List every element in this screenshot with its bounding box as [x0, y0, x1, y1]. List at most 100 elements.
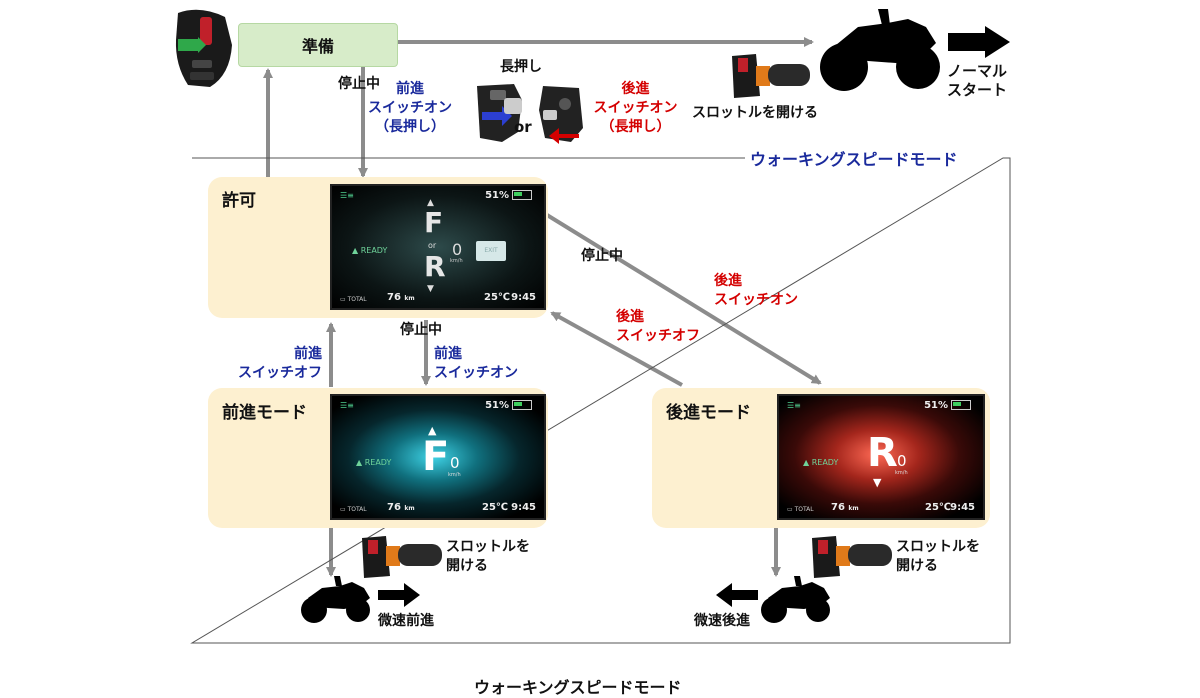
throttle-icon-top	[732, 54, 810, 98]
lcd-kyoka-battery-text: 51%	[485, 190, 509, 201]
lcd-kyoka-odo-value: 76	[387, 292, 401, 303]
lcd-reverse-odo-value: 76	[831, 502, 845, 513]
forward-switch-on-long-label: 前進 スイッチオン （長押し）	[364, 80, 456, 137]
lcd-forward-battery: 51%	[485, 400, 532, 411]
lcd-forward-total-text: TOTAL	[347, 506, 367, 513]
reverse-on-long-line3: （長押し）	[600, 119, 671, 135]
forward-switch-off-label: 前進 スイッチオフ	[230, 345, 322, 383]
kyoka-title: 許可	[222, 191, 256, 211]
lcd-forward-odo-value: 76	[387, 502, 401, 513]
throttle-open-reverse-label: スロットルを 開ける	[896, 538, 980, 576]
lcd-reverse-total-text: TOTAL	[794, 506, 814, 513]
motorcycle-reverse-icon	[761, 576, 830, 623]
lcd-kyoka-exit-button: EXIT	[476, 241, 506, 261]
long-press-label: 長押し	[500, 59, 542, 75]
forward-off-line1: 前進	[294, 346, 322, 362]
throttle-open-normal-label: スロットルを開ける	[692, 105, 818, 121]
reverse-switch-on-label: 後進 スイッチオン	[714, 272, 798, 310]
reverse-on-long-line1: 後進	[621, 81, 650, 97]
throttle-icon-forward	[362, 536, 442, 578]
forward-off-line2: スイッチオフ	[238, 365, 322, 381]
lcd-kyoka-ready-text: READY	[360, 246, 388, 255]
lcd-reverse-ready: ▲ READY	[803, 458, 839, 467]
teishichu-label-top: 停止中	[338, 76, 380, 92]
lcd-kyoka-speed: 0	[452, 240, 463, 259]
slow-forward-label: 微速前進	[378, 613, 434, 629]
lcd-kyoka: ☰≡ 51% ▲ READY ▲ F or R ▼ 0 km/h EXIT ▭ …	[330, 184, 546, 310]
lcd-reverse-ready-text: READY	[811, 458, 839, 467]
lcd-kyoka-f-up-icon: ▲	[427, 198, 434, 208]
normal-start-label: ノーマル スタート	[940, 62, 1014, 100]
teishichu-label-right: 停止中	[581, 248, 623, 264]
lcd-kyoka-odo-unit: km	[404, 295, 415, 302]
motorcycle-silhouette-icon	[820, 9, 940, 91]
forward-on-long-line2: スイッチオン	[368, 100, 452, 116]
lcd-forward-unit: km/h	[448, 472, 461, 478]
normal-start-arrow	[948, 26, 1010, 58]
battery-icon	[512, 190, 532, 200]
lcd-kyoka-or: or	[428, 241, 437, 250]
lcd-forward: ☰≡ 51% ▲ READY ▲ F 0 km/h ▭ TOTAL 76 km …	[330, 394, 546, 520]
lcd-kyoka-exit-text: EXIT	[484, 247, 498, 254]
normal-start-line1: ノーマル	[946, 62, 1007, 80]
lcd-reverse-topicon: ☰≡	[787, 401, 801, 410]
reverse-switch-on-long-label: 後進 スイッチオン （長押し）	[588, 80, 683, 137]
walking-mode-region-title: ウォーキングスピードモード	[750, 150, 958, 169]
lcd-forward-ready-text: READY	[364, 458, 392, 467]
forward-mode-title: 前進モード	[222, 403, 307, 423]
teishichu-label-middle: 停止中	[400, 322, 442, 338]
lcd-reverse: ☰≡ 51% ▲ READY R ▼ 0 km/h ▭ TOTAL 76 km …	[777, 394, 985, 520]
lcd-forward-battery-text: 51%	[485, 400, 509, 411]
junbi-label: 準備	[301, 37, 334, 56]
lcd-kyoka-time: 9:45	[511, 292, 536, 303]
forward-switch-icon	[477, 84, 522, 142]
lcd-reverse-odo: 76 km	[831, 502, 859, 513]
throttle-forward-line1: スロットルを	[446, 539, 530, 555]
forward-on-long-line3: （長押し）	[375, 119, 445, 135]
throttle-open-forward-label: スロットルを 開ける	[446, 538, 530, 576]
lcd-reverse-odo-unit: km	[848, 505, 859, 512]
normal-start-line2: スタート	[946, 81, 1007, 99]
reverse-off-line1: 後進	[616, 309, 644, 325]
forward-on-line2: スイッチオン	[434, 365, 518, 381]
lcd-reverse-letter-r: R	[867, 430, 898, 476]
reverse-on-line1: 後進	[714, 273, 742, 289]
arrow-kyoka-to-reverse	[545, 213, 822, 385]
reverse-switch-icon	[539, 86, 583, 144]
throttle-forward-line2: 開ける	[446, 558, 488, 574]
lcd-reverse-down-icon: ▼	[873, 476, 882, 489]
battery-icon	[512, 400, 532, 410]
throttle-icon-reverse	[812, 536, 892, 578]
lcd-kyoka-ready: ▲ READY	[352, 246, 388, 255]
lcd-reverse-speed: 0	[897, 452, 907, 470]
slow-reverse-arrow	[716, 583, 758, 607]
lcd-reverse-battery-text: 51%	[924, 400, 948, 411]
lcd-kyoka-temp: 25℃	[484, 292, 511, 303]
lcd-reverse-total: ▭ TOTAL	[787, 506, 814, 513]
handlebar-switch-icon	[175, 9, 232, 87]
lcd-forward-up-icon: ▲	[428, 424, 437, 437]
arrow-reverse-to-kyoka	[550, 311, 683, 387]
lcd-kyoka-r-down-icon: ▼	[427, 284, 434, 294]
lcd-kyoka-odo: 76 km	[387, 292, 415, 303]
forward-on-line1: 前進	[434, 346, 462, 362]
reverse-off-line2: スイッチオフ	[616, 328, 700, 344]
reverse-switch-off-label: 後進 スイッチオフ	[616, 308, 700, 346]
lcd-forward-temp: 25℃	[482, 502, 509, 513]
throttle-reverse-line1: スロットルを	[896, 539, 980, 555]
lcd-forward-odo: 76 km	[387, 502, 415, 513]
lcd-kyoka-total-text: TOTAL	[347, 296, 367, 303]
slow-reverse-label: 微速後進	[694, 613, 750, 629]
lcd-reverse-temp: 25℃	[925, 502, 952, 513]
lcd-forward-odo-unit: km	[404, 505, 415, 512]
lcd-reverse-unit: km/h	[895, 470, 908, 476]
lcd-forward-time: 9:45	[511, 502, 536, 513]
lcd-forward-speed: 0	[450, 454, 460, 472]
motorcycle-forward-icon	[301, 576, 370, 623]
lcd-reverse-time: 9:45	[950, 502, 975, 513]
caption: ウォーキングスピードモード	[474, 678, 682, 697]
reverse-mode-title: 後進モード	[666, 403, 751, 423]
forward-on-long-line1: 前進	[396, 81, 424, 97]
lcd-forward-ready: ▲ READY	[356, 458, 392, 467]
